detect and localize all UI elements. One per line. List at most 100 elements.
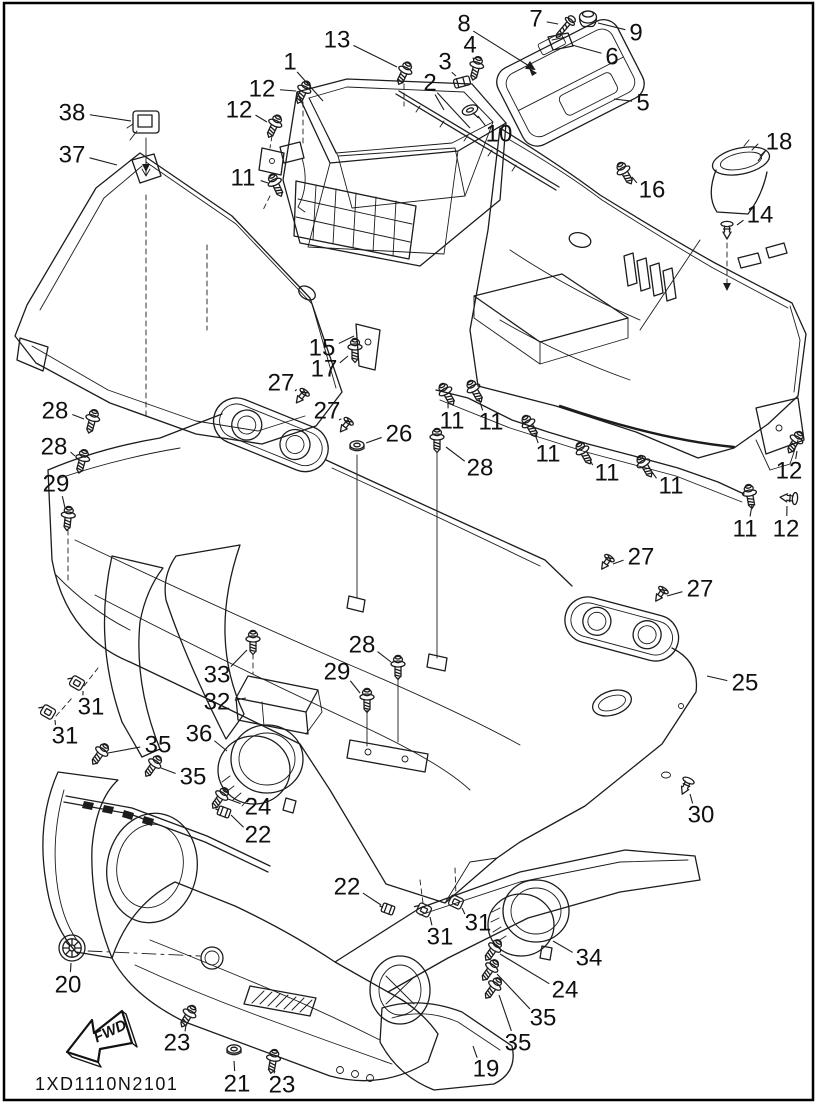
lid-panel — [496, 19, 645, 147]
callout-number: 32 — [204, 689, 231, 716]
headlight-ring-36 — [217, 724, 304, 814]
callout-27: 27 — [666, 576, 713, 603]
callout-35: 35 — [107, 732, 172, 759]
leader-line — [477, 115, 486, 126]
callout-6: 6 — [571, 44, 619, 71]
callout-number: 34 — [576, 945, 603, 972]
leader-line — [552, 940, 573, 953]
screw-fastener — [466, 379, 483, 403]
callout-38: 38 — [59, 100, 132, 127]
leader-line — [451, 71, 457, 77]
callout-7: 7 — [529, 6, 559, 33]
leader-line — [230, 649, 248, 668]
leader-line — [546, 21, 559, 25]
skid-cover — [379, 1002, 514, 1091]
callout-23: 23 — [269, 1070, 295, 1099]
callout-number: 26 — [386, 421, 413, 448]
callout-11: 11 — [733, 504, 757, 543]
cup-holder-front — [212, 397, 329, 473]
callout-36: 36 — [186, 721, 228, 752]
callout-number: 11 — [536, 441, 561, 468]
callout-11: 11 — [440, 402, 464, 435]
leader-line — [214, 740, 228, 752]
callout-28: 28 — [349, 632, 392, 663]
leader-line — [706, 675, 728, 682]
leader-line — [429, 916, 433, 926]
callout-28: 28 — [41, 434, 76, 461]
screw-fastener — [211, 787, 230, 809]
leader-line — [499, 953, 550, 985]
clip3-fastener — [452, 75, 472, 89]
fwd-arrow: FWD — [65, 1009, 138, 1068]
leader-line — [631, 176, 638, 184]
callout-35: 35 — [498, 994, 532, 1057]
screw-fastener — [75, 448, 91, 474]
callout-35: 35 — [160, 764, 206, 791]
leader-line — [597, 22, 626, 31]
screw-fastener — [180, 1004, 197, 1028]
callout-22: 22 — [334, 874, 382, 906]
callout-number: 31 — [52, 723, 79, 750]
fender-panel — [47, 397, 698, 904]
leader-line — [612, 559, 624, 565]
screw-fastener — [616, 161, 633, 185]
leader-line — [689, 793, 694, 804]
storage-box — [258, 78, 560, 267]
callout-number: 22 — [245, 822, 272, 849]
sqclip-fastener — [67, 675, 86, 691]
screw-fastener — [144, 755, 163, 777]
rivet-fastener — [720, 220, 734, 240]
grommet-fastener — [461, 104, 479, 119]
screw-fastener — [484, 977, 503, 999]
callout-31: 31 — [427, 916, 453, 951]
callout-number: 33 — [204, 662, 231, 689]
leader-line — [749, 504, 753, 517]
leader-arrowhead — [525, 60, 536, 71]
callout-number: 15 — [309, 335, 336, 362]
callout-number: 28 — [41, 434, 68, 461]
callout-number: 7 — [529, 6, 542, 33]
leader-line — [461, 907, 466, 915]
leader-line — [338, 335, 355, 344]
clip22-fastener — [379, 902, 396, 916]
callout-29: 29 — [324, 659, 361, 694]
hood-clip — [126, 110, 160, 172]
callout-14: 14 — [736, 202, 773, 229]
leader-line — [349, 680, 361, 694]
callout-number: 1 — [283, 49, 296, 76]
side-cover — [55, 544, 245, 758]
leader-line — [757, 150, 767, 162]
callout-13: 13 — [324, 27, 398, 68]
callout-15: 15 — [309, 335, 355, 362]
leader-line — [234, 697, 247, 701]
callout-19: 19 — [472, 1045, 499, 1083]
callout-27: 27 — [612, 544, 654, 571]
callout-31: 31 — [78, 690, 104, 721]
callout-number: 35 — [145, 732, 172, 759]
callout-number: 6 — [605, 44, 618, 71]
screw-fastener — [787, 430, 804, 454]
screw-fastener — [481, 959, 500, 981]
callout-number: 12 — [776, 458, 803, 485]
callout-number: 21 — [224, 1071, 251, 1098]
callout-number: 12 — [226, 97, 253, 124]
callout-20: 20 — [55, 962, 81, 999]
callout-11: 11 — [589, 460, 620, 487]
callout-number: 11 — [659, 473, 684, 500]
callout-number: 11 — [595, 460, 620, 487]
callout-18: 18 — [757, 129, 792, 162]
callout-number: 12 — [773, 516, 800, 543]
callout-11: 11 — [231, 165, 269, 192]
leader-line — [230, 814, 244, 828]
leader-line — [160, 767, 176, 774]
callout-number: 36 — [186, 721, 213, 748]
callout-11: 11 — [478, 398, 503, 436]
callout-number: 35 — [505, 1030, 532, 1057]
screw-fastener — [347, 337, 363, 364]
leader-line — [184, 1024, 187, 1032]
bumper-assembly — [42, 771, 701, 1082]
rivet-fastener — [779, 491, 799, 506]
leader-line — [478, 398, 484, 411]
